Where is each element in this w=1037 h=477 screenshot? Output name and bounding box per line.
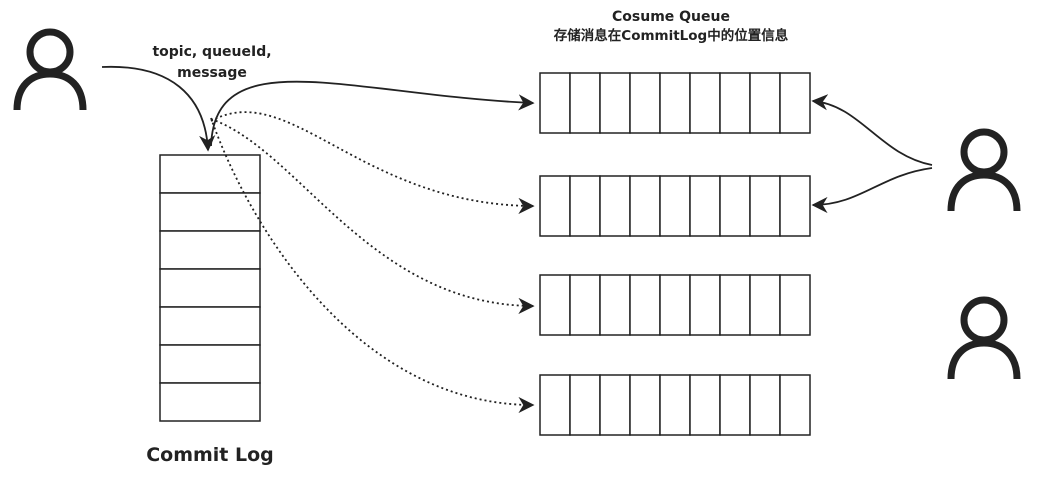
consume-queue-cell <box>659 274 691 336</box>
consume-queue-cell <box>539 175 571 237</box>
consume-arrow-queue-1 <box>811 94 933 166</box>
consume-queue-cell <box>689 374 721 436</box>
consume-queue-cell <box>689 175 721 237</box>
consume-queue-cell <box>689 72 721 134</box>
consume-queue-cell <box>749 72 781 134</box>
consume-queue-cell <box>719 175 751 237</box>
consume-queue-cell <box>779 374 811 436</box>
consume-queue-cell <box>599 274 631 336</box>
consume-queue-4 <box>539 374 811 436</box>
dispatch-arrow-queue-4 <box>210 117 535 414</box>
consume-queue-cell <box>599 374 631 436</box>
consume-queue-cell <box>779 72 811 134</box>
consume-queue-cell <box>779 274 811 336</box>
commit-log-label: Commit Log <box>146 444 274 466</box>
dispatch-arrow-queue-3 <box>210 118 535 314</box>
consume-queue-cell <box>659 374 691 436</box>
consume-queue-cell <box>569 72 601 134</box>
consume-queue-cell <box>569 175 601 237</box>
commit-log-stack <box>159 154 261 422</box>
consume-queue-title: Cosume Queue <box>612 9 730 25</box>
consume-queue-cell <box>659 72 691 134</box>
dispatch-arrow-queue-2 <box>210 111 535 215</box>
consume-queue-1 <box>539 72 811 134</box>
consume-queue-cell <box>719 374 751 436</box>
consume-queues <box>539 72 811 436</box>
commit-log-cell <box>159 154 261 194</box>
commit-log-cell <box>159 344 261 384</box>
consume-queue-cell <box>749 374 781 436</box>
producer-person-icon <box>13 28 87 111</box>
consume-queue-cell <box>539 374 571 436</box>
consume-queue-3 <box>539 274 811 336</box>
consume-queue-cell <box>569 374 601 436</box>
commit-log-cell <box>159 192 261 232</box>
consume-queue-cell <box>689 274 721 336</box>
consume-queue-2 <box>539 175 811 237</box>
produce-arrow <box>101 65 216 152</box>
consume-queue-cell <box>719 72 751 134</box>
consume-queue-subtitle: 存储消息在CommitLog中的位置信息 <box>554 27 789 44</box>
commit-log-cell <box>159 306 261 346</box>
consume-queue-cell <box>599 175 631 237</box>
commit-log-cell <box>159 230 261 270</box>
consume-queue-cell <box>599 72 631 134</box>
consume-queue-cell <box>659 175 691 237</box>
consumer-person-icon <box>947 128 1021 212</box>
dispatch-arrow-queue-1 <box>210 80 535 147</box>
commit-log-cell <box>159 382 261 422</box>
consume-queue-cell <box>779 175 811 237</box>
consume-queue-cell <box>629 274 661 336</box>
consume-queue-cell <box>629 175 661 237</box>
commit-log-cell <box>159 268 261 308</box>
consume-queue-cell <box>629 72 661 134</box>
consumer-person-icon <box>947 296 1021 380</box>
consume-queue-cell <box>539 72 571 134</box>
consume-queue-cell <box>719 274 751 336</box>
consume-queue-cell <box>629 374 661 436</box>
consume-arrow-queue-2 <box>811 167 933 214</box>
consume-queue-cell <box>539 274 571 336</box>
producer-message-label: topic, queueId, <box>152 44 271 60</box>
consume-queue-cell <box>749 274 781 336</box>
consume-queue-cell <box>569 274 601 336</box>
producer-message-label: message <box>177 65 247 81</box>
consume-queue-cell <box>749 175 781 237</box>
